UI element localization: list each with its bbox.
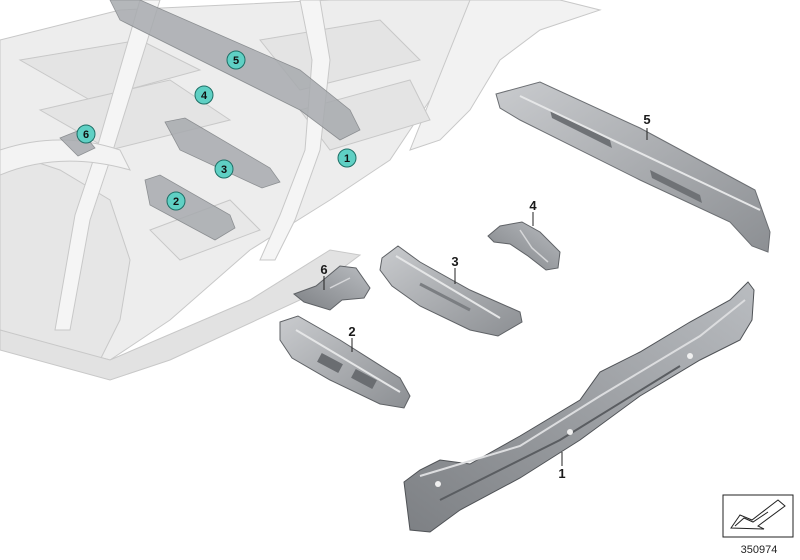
svg-text:5: 5 [233, 55, 239, 67]
callout-3: 3 [214, 159, 234, 179]
orientation-icon [722, 494, 794, 538]
installed-parts-ghost [59, 0, 361, 241]
part-5-rail [495, 81, 771, 253]
part-3-cross-member [379, 245, 523, 337]
leader-lines [323, 128, 648, 466]
callout-1: 1 [337, 148, 357, 168]
callout-4: 4 [194, 85, 214, 105]
part-label-2: 2 [348, 324, 355, 339]
part-label-3: 3 [451, 254, 458, 269]
callout-6: 6 [76, 124, 96, 144]
part-2-member [279, 315, 411, 409]
svg-text:3: 3 [221, 164, 227, 176]
part-1-side-sill [403, 281, 755, 533]
svg-text:6: 6 [83, 129, 89, 141]
reference-number: 350974 [741, 544, 778, 556]
svg-text:2: 2 [173, 196, 179, 208]
callout-2: 2 [166, 191, 186, 211]
svg-text:4: 4 [201, 90, 208, 102]
part-label-5: 5 [643, 112, 650, 127]
part-label-6: 6 [320, 262, 327, 277]
part-4-bracket [487, 221, 561, 271]
svg-text:1: 1 [344, 153, 350, 165]
part-label-4: 4 [529, 198, 537, 213]
callout-5: 5 [226, 50, 246, 70]
part-labels: 5 4 3 6 2 1 [320, 112, 650, 481]
part-6-bracket [292, 265, 371, 311]
callouts: 5 4 6 3 1 2 [76, 50, 357, 211]
part-label-1: 1 [558, 466, 565, 481]
